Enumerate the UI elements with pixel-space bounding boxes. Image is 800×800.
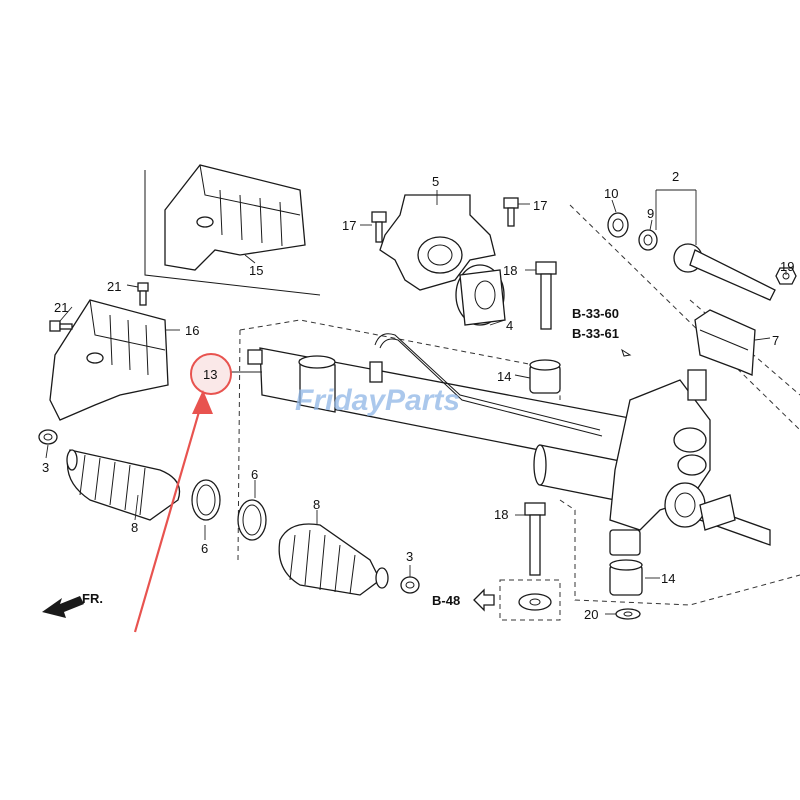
part-number-13: 13 [203, 367, 217, 382]
reference-pointer [621, 348, 632, 357]
boot-clamp-6-left [191, 479, 221, 521]
part-number-19: 19 [780, 259, 794, 274]
part-number-7: 7 [772, 333, 779, 348]
watermark-text: FridayParts [295, 384, 460, 417]
rack-boot-8-right [278, 523, 389, 596]
leader-lines [45, 189, 787, 615]
bracket-15 [144, 164, 321, 296]
bushing-14-upper [529, 359, 561, 394]
part-number-14-upper: 14 [497, 369, 511, 384]
bracket-16 [49, 299, 169, 421]
reference-arrow-b48 [473, 588, 495, 612]
bolt-18-upper [535, 261, 557, 330]
bolt-17-right [503, 197, 519, 227]
clip-bracket [499, 579, 561, 621]
clip-3-right [400, 576, 420, 594]
part-number-21-upper: 21 [107, 279, 121, 294]
part-number-8-right: 8 [313, 497, 320, 512]
pinion-cover-7 [694, 309, 756, 376]
part-number-9: 9 [647, 206, 654, 221]
part-number-10: 10 [604, 186, 618, 201]
front-direction-arrow [42, 596, 84, 618]
part-number-6-right: 6 [251, 467, 258, 482]
part-number-4: 4 [506, 318, 513, 333]
part-number-2: 2 [672, 169, 679, 184]
washer-20 [615, 608, 641, 620]
reference-label-b-33-60: B-33-60 [572, 306, 619, 321]
bolt-18-lower [524, 502, 546, 576]
boot-clamp-6-right [237, 499, 267, 541]
part-number-17-right: 17 [533, 198, 547, 213]
ring-10 [607, 212, 629, 238]
part-number-14-lower: 14 [661, 571, 675, 586]
bolt-17-left [371, 211, 387, 243]
bushing-14-lower [609, 559, 643, 596]
direction-label: FR. [82, 591, 103, 606]
reference-label-b-33-61: B-33-61 [572, 326, 619, 341]
nut-19 [775, 267, 797, 285]
mount-bracket-5 [379, 194, 496, 291]
part-number-6-left: 6 [201, 541, 208, 556]
rack-boot-8-left [66, 449, 181, 521]
highlight-callout [133, 353, 232, 633]
reference-label-b-48: B-48 [432, 593, 460, 608]
bolt-21-lower [49, 320, 73, 332]
bolt-21-upper [137, 282, 149, 306]
part-number-20: 20 [584, 607, 598, 622]
part-number-16: 16 [185, 323, 199, 338]
washer-9 [638, 229, 658, 251]
part-number-8-left: 8 [131, 520, 138, 535]
tie-rod-2 [673, 243, 776, 301]
part-number-3-right: 3 [406, 549, 413, 564]
part-number-21-lower: 21 [54, 300, 68, 315]
part-number-18-lower: 18 [494, 507, 508, 522]
pinion-valve-body [609, 369, 736, 556]
clip-3-left [38, 429, 58, 445]
bushing-4 [455, 264, 506, 326]
part-number-17-left: 17 [342, 218, 356, 233]
part-number-3-left: 3 [42, 460, 49, 475]
part-number-5: 5 [432, 174, 439, 189]
part-number-18-upper: 18 [503, 263, 517, 278]
part-number-15: 15 [249, 263, 263, 278]
